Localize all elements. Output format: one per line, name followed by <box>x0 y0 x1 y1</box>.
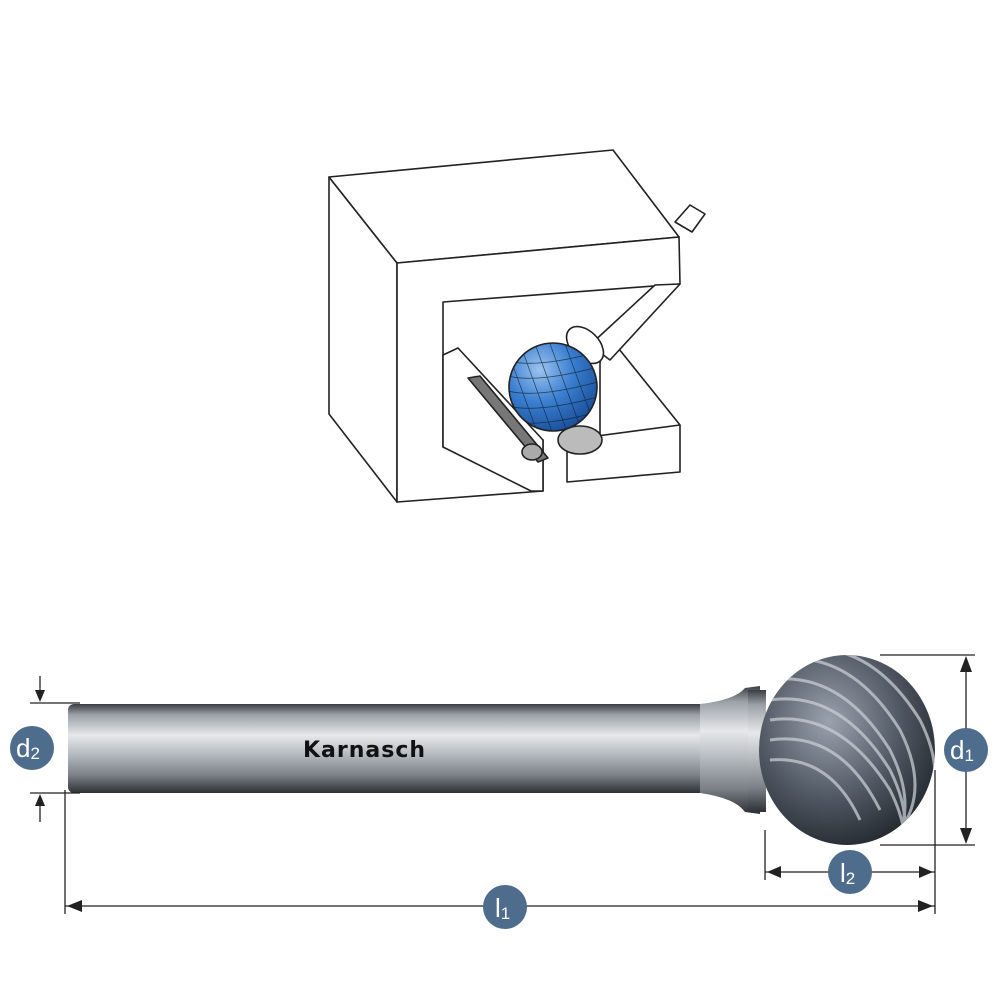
brand-logo: Karnasch <box>303 738 426 763</box>
slot-groove <box>467 375 549 463</box>
cut-trace <box>521 443 543 461</box>
svg-text:l1: l1 <box>495 893 510 923</box>
label-l2: l2 <box>828 850 872 894</box>
lower-jaw-left <box>442 347 544 492</box>
burr-ball <box>508 342 598 432</box>
pin-icon <box>674 204 706 233</box>
burr-tool: Karnasch <box>68 655 935 845</box>
label-d1: d1 <box>944 728 988 772</box>
tool-head <box>759 655 935 845</box>
tool-collar <box>748 690 766 812</box>
svg-text:l2: l2 <box>840 858 855 888</box>
workpiece-illustration <box>328 149 706 503</box>
svg-text:d2: d2 <box>16 733 40 763</box>
label-l1: l1 <box>483 885 527 929</box>
cut-trace-right <box>557 425 603 455</box>
svg-text:d1: d1 <box>950 735 974 765</box>
tool-shank <box>68 704 728 793</box>
tool-neck <box>700 686 760 814</box>
label-d2: d2 <box>10 726 54 770</box>
